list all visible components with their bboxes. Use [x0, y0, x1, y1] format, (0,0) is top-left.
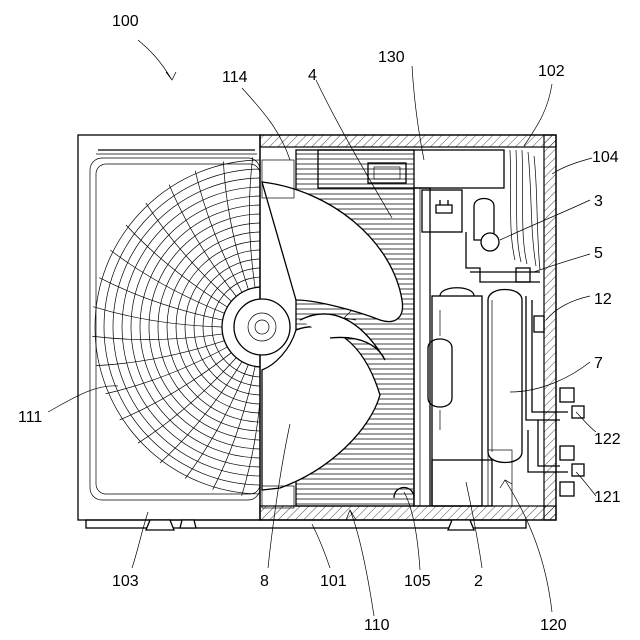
label-8: 8	[260, 573, 269, 590]
grill-spoke	[110, 250, 224, 313]
grill-spoke	[160, 362, 242, 463]
label-4: 4	[308, 67, 317, 84]
grill-spoke	[93, 307, 222, 327]
label-2: 2	[474, 573, 483, 590]
label-3: 3	[594, 193, 603, 210]
grill-spoke	[106, 347, 228, 394]
grill-spoke	[169, 185, 236, 297]
grill-spoke	[249, 157, 255, 287]
grill-spoke	[92, 334, 222, 340]
grill-spoke	[195, 171, 242, 293]
label-105: 105	[404, 573, 431, 590]
grill-spoke	[120, 353, 232, 420]
label-5: 5	[594, 245, 603, 262]
label-101: 101	[320, 573, 347, 590]
label-103: 103	[112, 573, 139, 590]
label-121: 121	[594, 489, 621, 506]
label-100: 100	[112, 13, 139, 30]
label-102: 102	[538, 63, 565, 80]
grill-spoke	[126, 225, 227, 307]
label-104: 104	[592, 149, 619, 166]
label-111: 111	[18, 409, 42, 426]
label-122: 122	[594, 431, 621, 448]
grill-spoke	[242, 367, 262, 496]
front-casing	[78, 135, 260, 520]
label-12: 12	[594, 291, 612, 308]
label-120: 120	[540, 617, 567, 634]
label-7: 7	[594, 355, 603, 372]
label-114: 114	[222, 69, 248, 86]
label-110: 110	[364, 617, 390, 634]
grill-spoke	[146, 203, 232, 301]
grill-spoke	[185, 365, 248, 479]
label-130: 130	[378, 49, 405, 66]
grill-spoke	[138, 358, 236, 444]
